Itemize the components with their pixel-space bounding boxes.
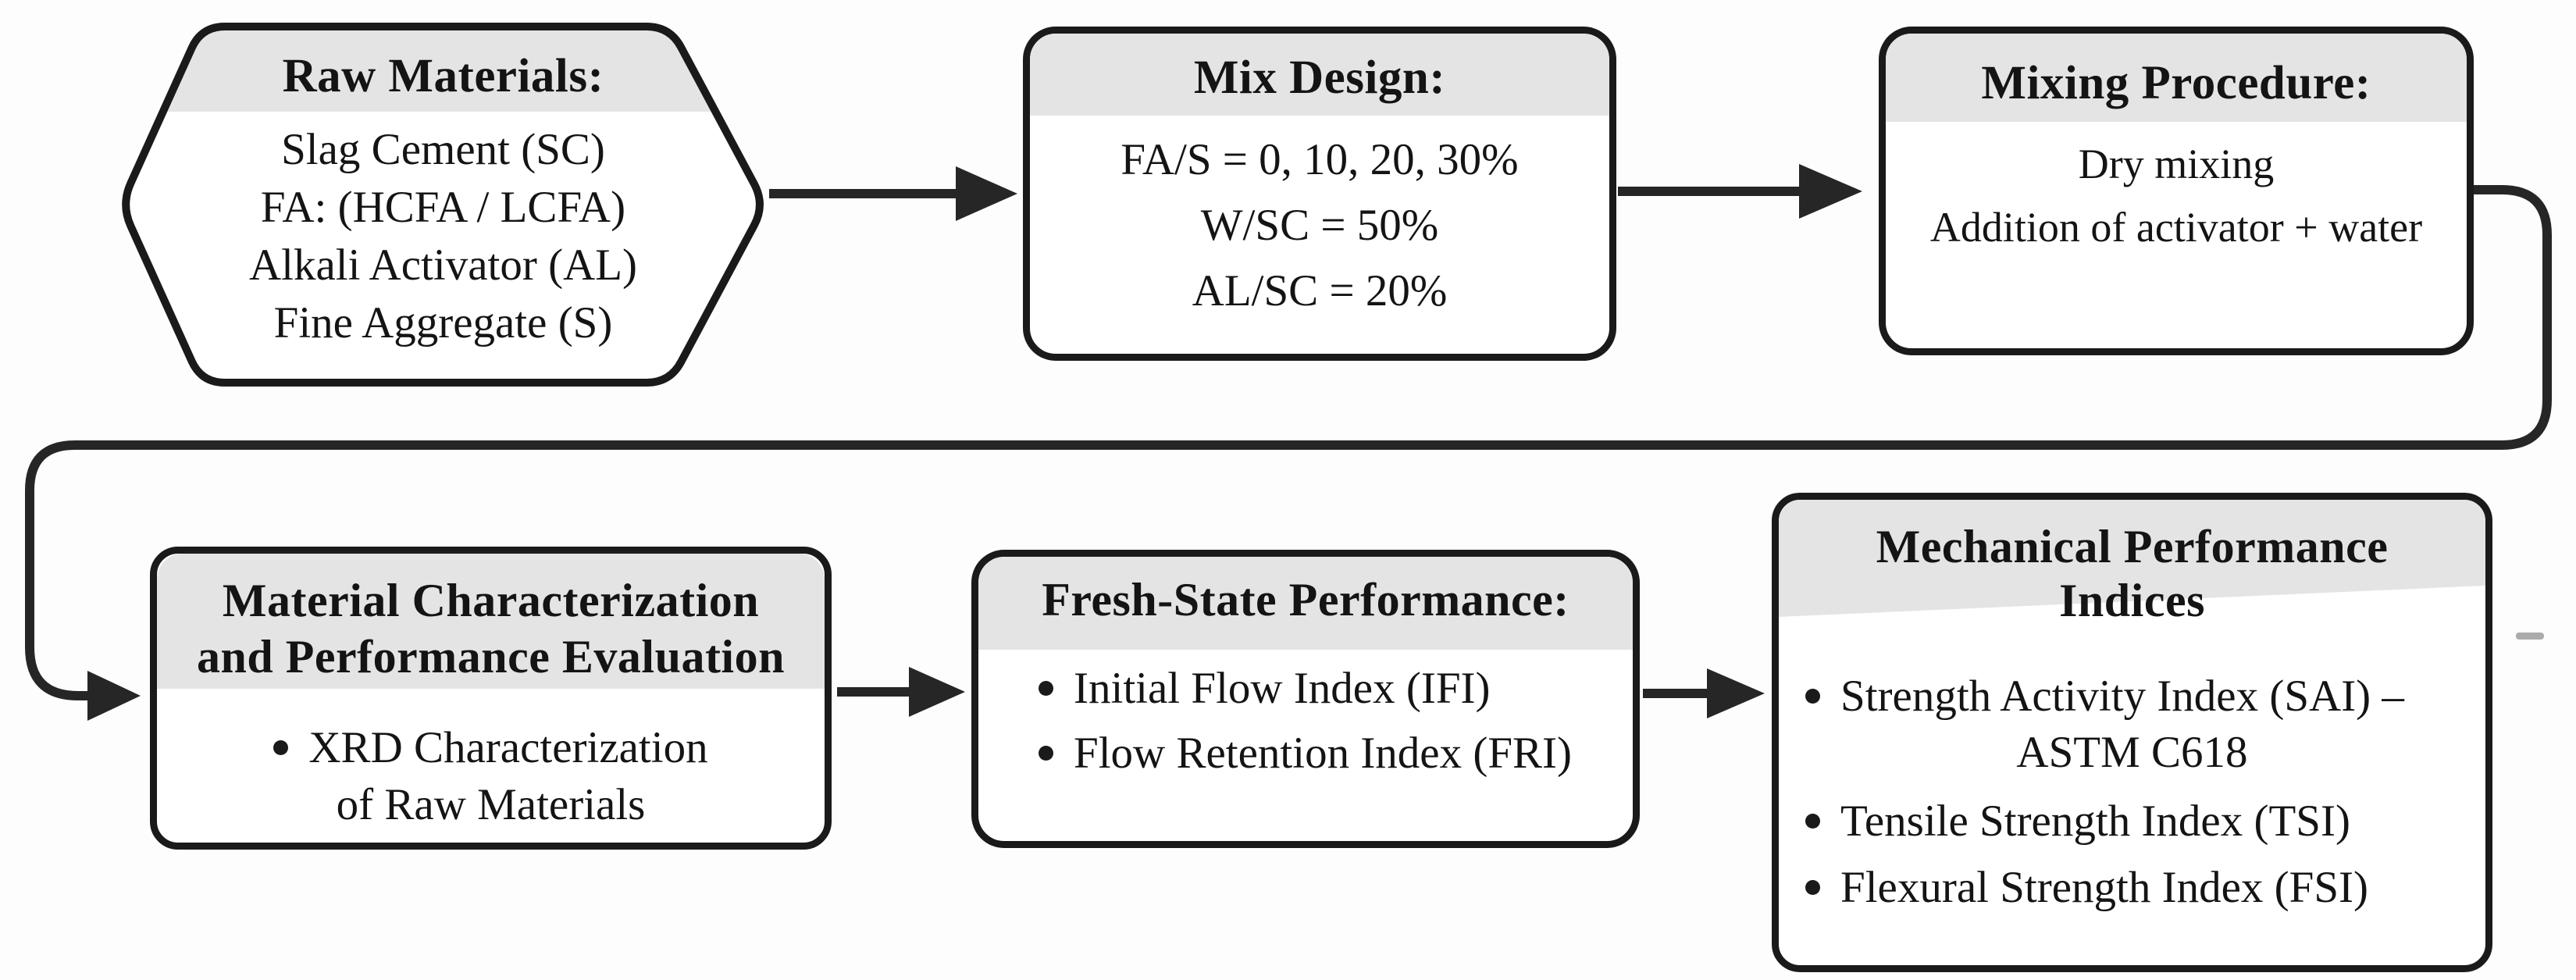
raw-materials-line-1: Slag Cement (SC) bbox=[281, 125, 605, 174]
mechanical-indices-node bbox=[1772, 493, 2492, 972]
mix-design-line-1: FA/S = 0, 10, 20, 30% bbox=[1121, 135, 1519, 184]
bullet-icon bbox=[1805, 879, 1820, 895]
mixing-procedure-line-1: Dry mixing bbox=[2078, 141, 2275, 187]
bullet-icon bbox=[1039, 745, 1053, 761]
fresh-state-node bbox=[971, 550, 1640, 848]
mechanical-indices-title-line-2: Indices bbox=[2059, 575, 2205, 626]
mechanical-indices-bullet-1-continuation: ASTM C618 bbox=[2016, 728, 2248, 777]
material-characterization-bullet-1-text: XRD Characterization bbox=[308, 722, 708, 772]
mixing-procedure-lines: Dry mixing Addition of activator + water bbox=[1879, 133, 2474, 259]
mechanical-indices-bullet-1-text: Strength Activity Index (SAI) – bbox=[1840, 671, 2404, 721]
arrow-mix-to-mixing bbox=[1618, 164, 1862, 219]
raw-materials-line-3: Alkali Activator (AL) bbox=[248, 241, 638, 290]
mechanical-indices-title-line-1: Mechanical Performance bbox=[1876, 521, 2389, 572]
raw-materials-line-2: FA: (HCFA / LCFA) bbox=[260, 183, 626, 232]
raw-materials-title: Raw Materials: bbox=[282, 50, 604, 102]
arrow-raw-to-mix bbox=[769, 166, 1017, 221]
bullet-icon bbox=[273, 739, 289, 755]
raw-materials-line-4: Fine Aggregate (S) bbox=[273, 298, 613, 347]
mixing-procedure-line-2: Addition of activator + water bbox=[1929, 204, 2423, 251]
mix-design-line-3: AL/SC = 20% bbox=[1192, 266, 1448, 315]
mechanical-indices-bullet-3-text: Flexural Strength Index (FSI) bbox=[1840, 862, 2368, 912]
material-characterization-bullet-1-continuation: of Raw Materials bbox=[336, 780, 646, 829]
mix-design-node bbox=[1023, 27, 1616, 361]
fresh-state-header-band bbox=[978, 557, 1633, 650]
mechanical-indices-bullet-2: Tensile Strength Index (TSI) bbox=[1805, 793, 2477, 848]
arrow-fresh-to-mechanical bbox=[1643, 668, 1765, 718]
bullet-icon bbox=[1805, 813, 1820, 829]
mechanical-indices-bullet-2-text: Tensile Strength Index (TSI) bbox=[1840, 796, 2350, 846]
bullet-icon bbox=[1805, 688, 1820, 704]
mechanical-indices-title: Mechanical Performance Indices bbox=[1772, 520, 2492, 628]
material-characterization-node bbox=[150, 547, 832, 850]
material-characterization-header-band bbox=[157, 554, 825, 689]
mix-design-header-band bbox=[1030, 34, 1609, 116]
hexagon-shape bbox=[126, 27, 760, 383]
connector-mixing-to-material bbox=[25, 185, 2552, 721]
fresh-state-bullet-2: Flow Retention Index (FRI) bbox=[1039, 725, 1632, 781]
material-characterization-title-line-2: and Performance Evaluation bbox=[197, 631, 785, 682]
bullet-icon bbox=[1039, 680, 1053, 696]
hexagon-header-band bbox=[162, 27, 716, 112]
material-characterization-title: Material Characterization and Performanc… bbox=[150, 572, 832, 685]
mechanical-indices-bullet-1: Strength Activity Index (SAI) – bbox=[1805, 668, 2477, 723]
mix-design-line-2: W/SC = 50% bbox=[1200, 201, 1439, 250]
mixing-procedure-header-band bbox=[1886, 34, 2467, 122]
material-characterization-title-line-1: Material Characterization bbox=[222, 575, 760, 626]
arrow-material-to-fresh bbox=[837, 667, 965, 717]
mix-design-title: Mix Design: bbox=[1193, 52, 1446, 104]
fresh-state-title: Fresh-State Performance: bbox=[1042, 574, 1569, 625]
fresh-state-bullet-1: Initial Flow Index (IFI) bbox=[1039, 660, 1632, 716]
scan-artifact-dash bbox=[2516, 633, 2544, 640]
fresh-state-bullet-2-text: Flow Retention Index (FRI) bbox=[1074, 728, 1573, 778]
raw-materials-lines: Slag Cement (SC) FA: (HCFA / LCFA) Alkal… bbox=[121, 121, 765, 352]
mixing-procedure-node bbox=[1879, 27, 2474, 355]
mechanical-indices-bullet-3: Flexural Strength Index (FSI) bbox=[1805, 860, 2477, 914]
hexagon-border bbox=[122, 23, 764, 387]
fresh-state-bullet-1-text: Initial Flow Index (IFI) bbox=[1074, 663, 1491, 713]
mixing-procedure-title: Mixing Procedure: bbox=[1981, 57, 2371, 109]
material-characterization-bullet-1: XRD Characterization bbox=[150, 719, 832, 775]
mix-design-lines: FA/S = 0, 10, 20, 30% W/SC = 50% AL/SC =… bbox=[1023, 127, 1616, 324]
